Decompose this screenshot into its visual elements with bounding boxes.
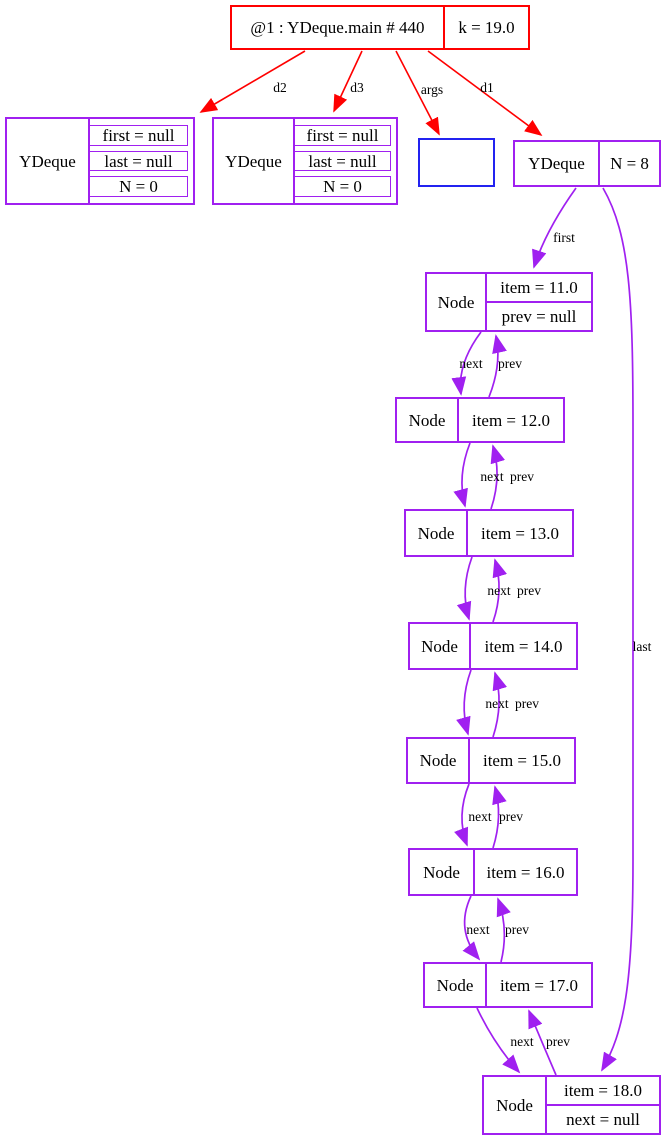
ydeque-type-label: YDeque bbox=[19, 151, 76, 171]
field-item: item = 11.0 bbox=[500, 278, 578, 297]
edge-d2 bbox=[199, 50, 306, 113]
field-n: N = 8 bbox=[598, 142, 659, 185]
node-type-label: Node bbox=[423, 862, 460, 882]
node-type-label: Node bbox=[436, 975, 474, 995]
node-box-3: Node item = 13.0 bbox=[404, 509, 574, 557]
edge-label-next: next bbox=[466, 922, 490, 937]
node-box-7: Node item = 17.0 bbox=[423, 962, 593, 1008]
ydeque-d2-box: YDeque first = null last = null N = 0 bbox=[5, 117, 195, 205]
edge-label-d2: d2 bbox=[273, 80, 287, 95]
edge-label-last: last bbox=[632, 639, 652, 654]
node-type-label: Node bbox=[419, 751, 457, 770]
edge-next-5 bbox=[454, 783, 470, 847]
edge-label-d1: d1 bbox=[480, 80, 494, 95]
edge-next-2 bbox=[453, 442, 471, 508]
edge-label-next: next bbox=[459, 356, 483, 371]
edge-next-1 bbox=[451, 331, 482, 396]
edge-label-prev: prev bbox=[505, 922, 529, 937]
field-last: last = null bbox=[295, 150, 391, 172]
edge-next-6 bbox=[462, 895, 481, 961]
edge-label-args: args bbox=[420, 82, 444, 97]
edge-label-first: first bbox=[553, 230, 575, 245]
edge-d1 bbox=[427, 50, 543, 137]
field-n: N = 0 bbox=[90, 176, 188, 198]
ydeque-d3-box: YDeque first = null last = null N = 0 bbox=[212, 117, 398, 205]
node-box-1: Node item = 11.0 prev = null bbox=[425, 272, 593, 332]
edge-first bbox=[532, 187, 577, 269]
edge-label-next: next bbox=[480, 469, 504, 484]
ydeque-type-label: YDeque bbox=[528, 154, 585, 173]
ydeque-d1-box: YDeque N = 8 bbox=[513, 140, 661, 187]
field-item: item = 15.0 bbox=[482, 751, 562, 770]
node-type-label: Node bbox=[417, 523, 455, 543]
edge-next-4 bbox=[456, 669, 472, 736]
field-item: item = 18.0 bbox=[563, 1081, 643, 1100]
edge-label-prev: prev bbox=[510, 469, 534, 484]
frame-title: @1 : YDeque.main # 440 bbox=[250, 18, 425, 37]
field-item: item = 16.0 bbox=[486, 862, 565, 882]
edge-label-prev: prev bbox=[546, 1034, 570, 1049]
node-type-label: Node bbox=[421, 636, 458, 656]
field-last: last = null bbox=[90, 150, 188, 172]
edge-label-d3: d3 bbox=[350, 80, 364, 95]
field-item: item = 13.0 bbox=[480, 523, 560, 543]
stack-frame-box: @1 : YDeque.main # 440 k = 19.0 bbox=[230, 5, 530, 50]
args-array-box bbox=[418, 138, 495, 187]
node-box-6: Node item = 16.0 bbox=[408, 848, 578, 896]
edge-prev-3 bbox=[492, 558, 507, 623]
edge-label-prev: prev bbox=[498, 356, 522, 371]
edge-label-next: next bbox=[487, 583, 511, 598]
field-item: item = 14.0 bbox=[484, 636, 563, 656]
edge-label-next: next bbox=[485, 696, 509, 711]
edge-prev-6 bbox=[496, 897, 511, 963]
field-next: next = null bbox=[547, 1104, 659, 1133]
field-item: item = 12.0 bbox=[471, 410, 551, 430]
field-first: first = null bbox=[90, 125, 188, 146]
node-type-label: Node bbox=[496, 1095, 533, 1115]
field-item: item = 17.0 bbox=[499, 975, 579, 995]
field-first: first = null bbox=[295, 125, 391, 146]
field-n: N = 0 bbox=[295, 176, 391, 198]
edge-label-prev: prev bbox=[515, 696, 539, 711]
edge-last bbox=[601, 187, 634, 1072]
edge-prev-1 bbox=[488, 334, 507, 398]
edge-label-next: next bbox=[468, 809, 492, 824]
node-type-label: Node bbox=[408, 410, 446, 430]
field-prev: prev = null bbox=[487, 301, 591, 330]
frame-var-k: k = 19.0 bbox=[443, 7, 528, 48]
edge-prev-7 bbox=[528, 1009, 557, 1076]
node-box-2: Node item = 12.0 bbox=[395, 397, 565, 443]
node-box-5: Node item = 15.0 bbox=[406, 737, 576, 784]
edge-prev-2 bbox=[490, 444, 505, 510]
edge-label-prev: prev bbox=[517, 583, 541, 598]
edge-label-next: next bbox=[510, 1034, 534, 1049]
edge-next-7 bbox=[476, 1007, 521, 1074]
edge-prev-5 bbox=[492, 785, 507, 849]
edge-label-prev: prev bbox=[499, 809, 523, 824]
edge-args bbox=[395, 50, 440, 136]
node-box-8: Node item = 18.0 next = null bbox=[482, 1075, 661, 1135]
edge-d3 bbox=[333, 50, 363, 113]
edge-next-3 bbox=[456, 556, 473, 621]
ydeque-type-label: YDeque bbox=[225, 151, 282, 171]
edge-prev-4 bbox=[492, 671, 507, 738]
node-type-label: Node bbox=[437, 292, 475, 312]
node-box-4: Node item = 14.0 bbox=[408, 622, 578, 670]
